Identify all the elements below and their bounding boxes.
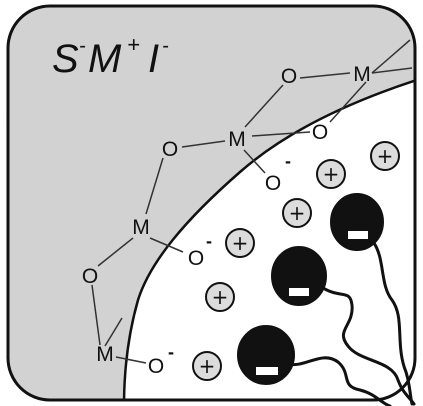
svg-text:+: + (199, 354, 216, 378)
oxygen-atom: O (188, 247, 204, 270)
metal-atom: M (228, 128, 246, 151)
cation: + (282, 198, 312, 228)
negative-charge: - (206, 231, 212, 251)
cation: + (225, 228, 255, 258)
metal-atom: M (96, 343, 114, 366)
oxygen-atom: O (162, 138, 178, 161)
metal-atom: M (132, 216, 150, 239)
svg-text:-: - (79, 35, 86, 57)
svg-text:-: - (162, 35, 169, 57)
cation: + (192, 351, 222, 381)
svg-text:+: + (377, 144, 394, 168)
surfactant-anion (237, 325, 295, 385)
frame-border (6, 4, 417, 402)
surfactant-anion (271, 246, 327, 306)
bond-network (91, 39, 413, 364)
svg-text:S: S (52, 37, 79, 81)
cation: + (205, 282, 235, 312)
cation: + (370, 141, 400, 171)
title-formula: S - M + I - (52, 32, 169, 81)
svg-text:+: + (323, 162, 340, 186)
oxygen-atom: O (148, 355, 164, 378)
negative-charge: - (168, 342, 174, 362)
surfactant-tails (287, 241, 416, 406)
oxygen-atom: O (82, 265, 98, 288)
oxygen-atom: O (312, 121, 328, 144)
svg-text:+: + (232, 231, 249, 255)
svg-text:+: + (289, 201, 306, 225)
surfactant-anion (330, 193, 384, 251)
svg-text:I: I (148, 37, 159, 81)
oxygen-atom: O (281, 65, 297, 88)
cation: + (316, 159, 346, 189)
oxygen-atom: O (265, 172, 281, 195)
svg-text:+: + (212, 285, 229, 309)
svg-text:M: M (88, 37, 122, 81)
negative-charge: - (285, 151, 291, 171)
cations: + + + + + + (192, 141, 400, 381)
svg-text:+: + (127, 32, 140, 57)
metal-atom: M (353, 63, 371, 86)
